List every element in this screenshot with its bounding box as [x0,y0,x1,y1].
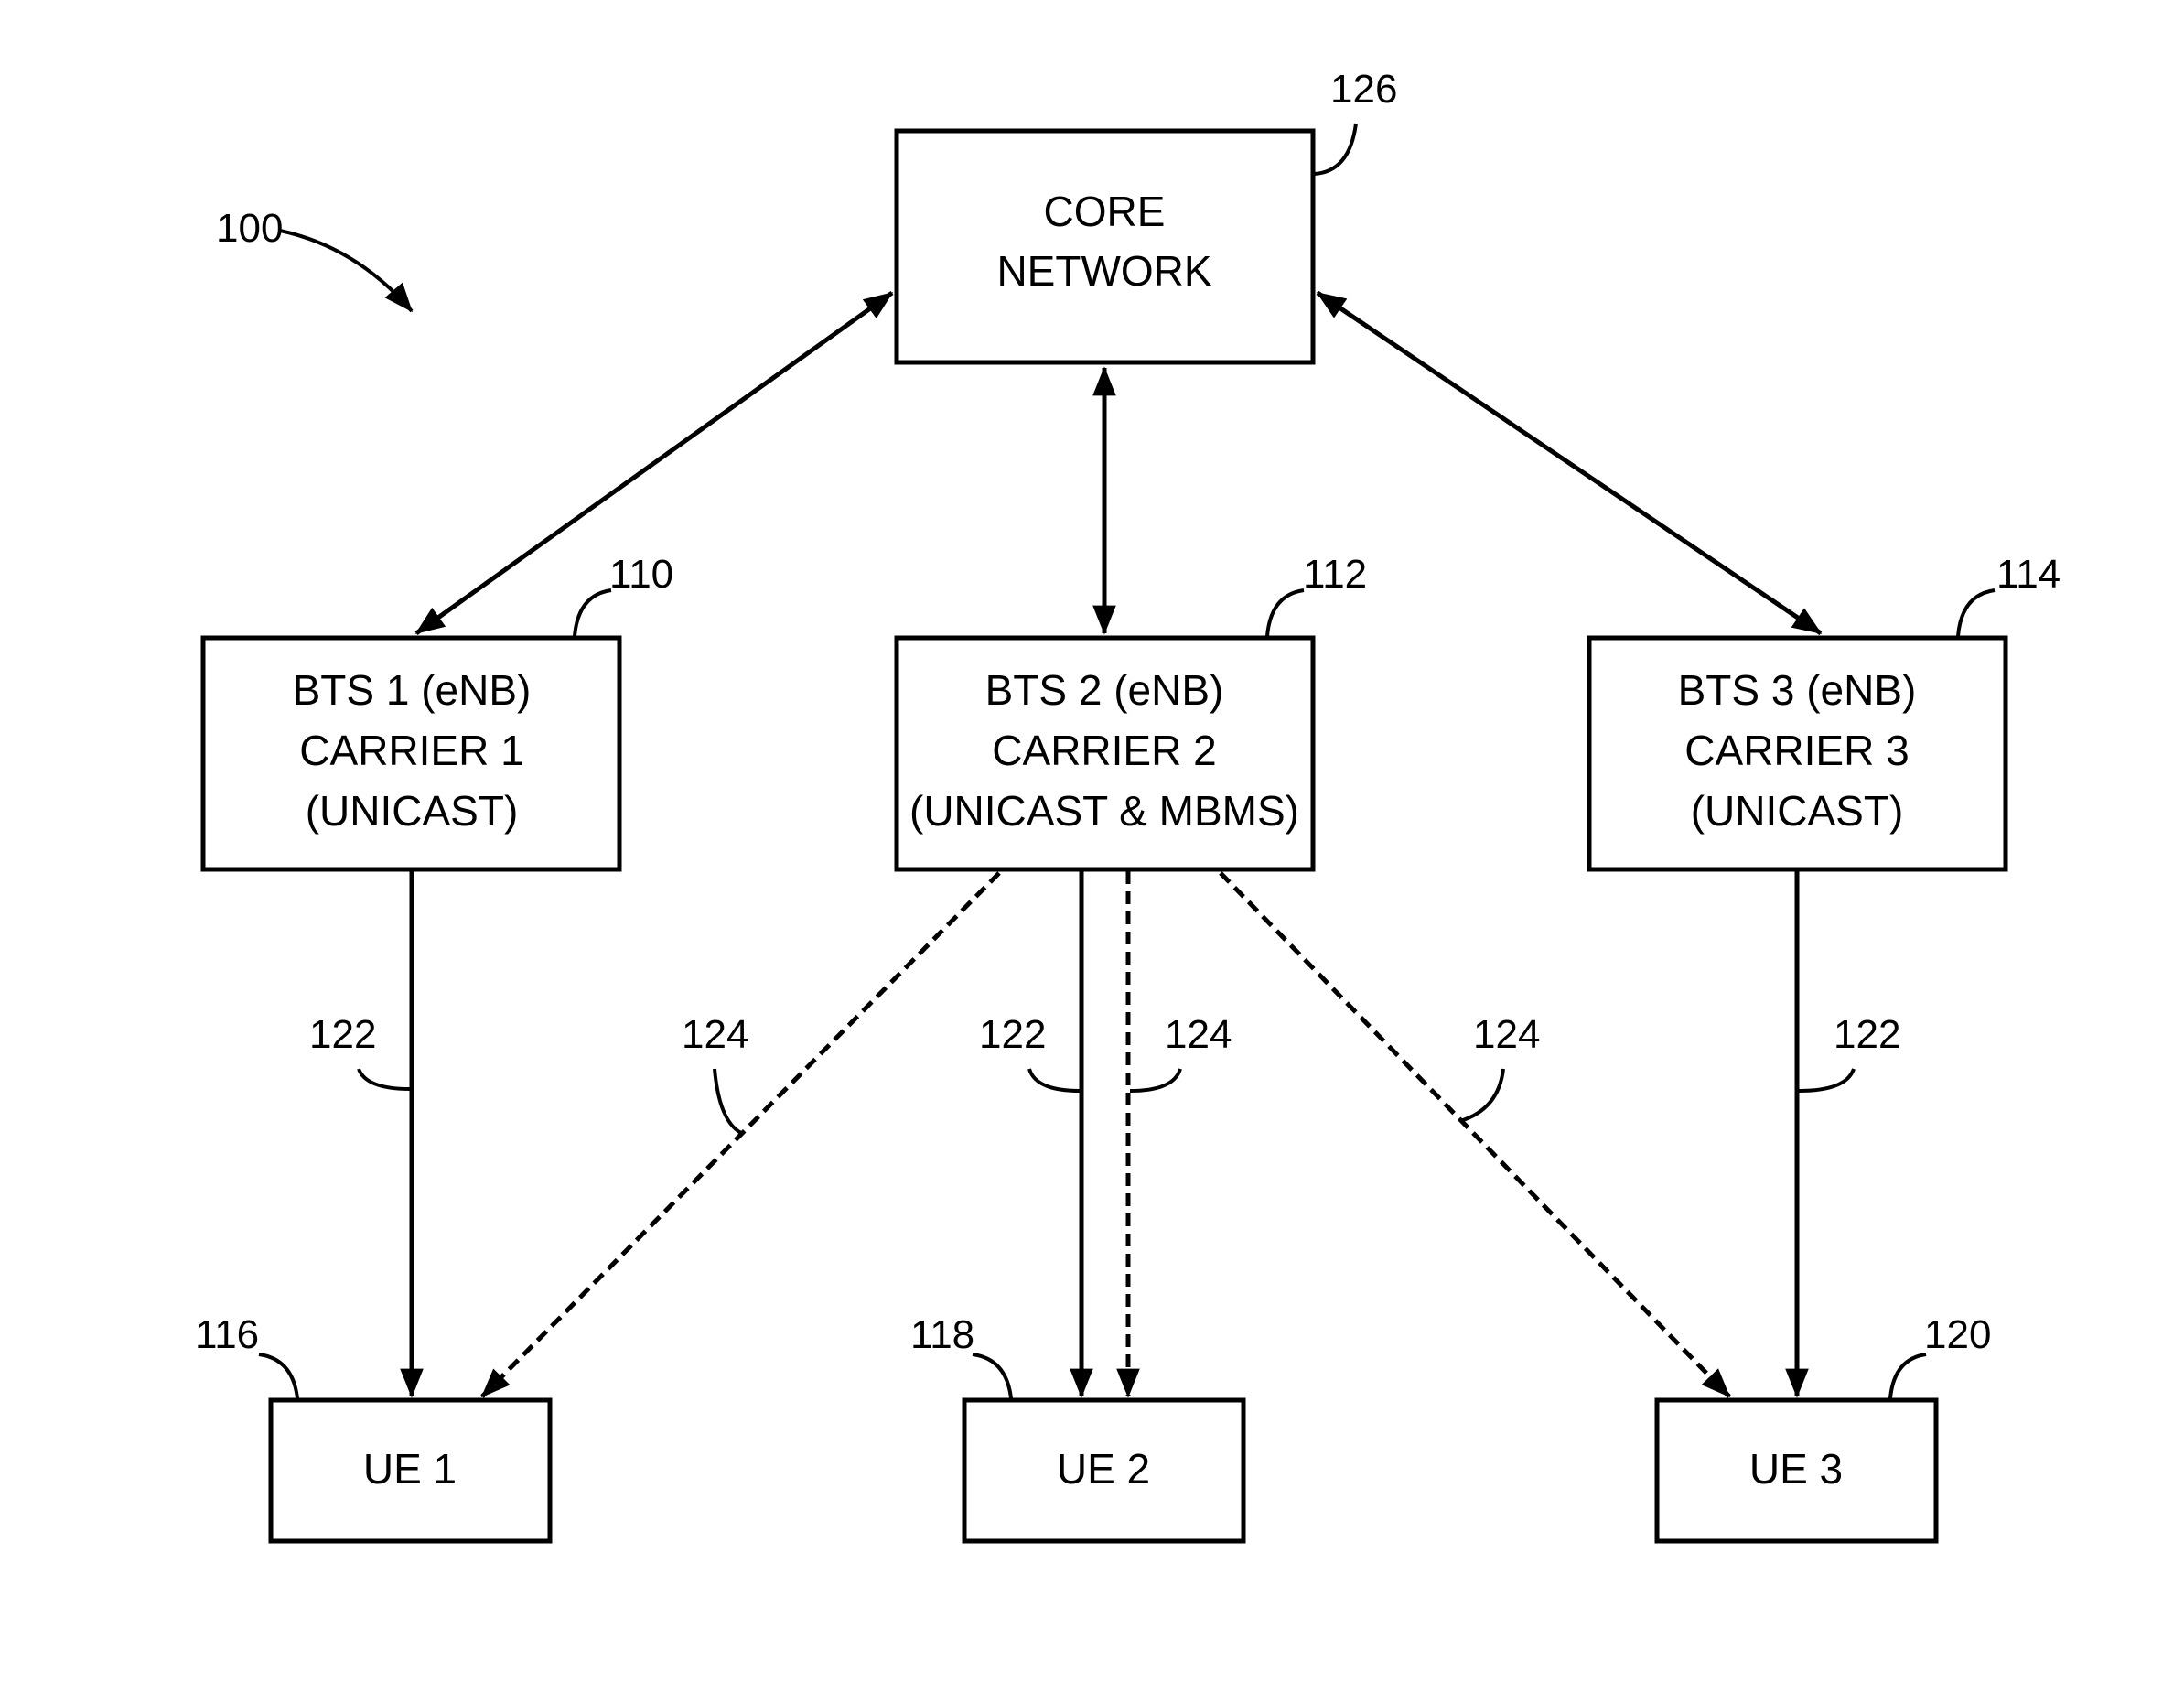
bts1-label-line1: BTS 1 (eNB) [293,666,532,714]
core-network-node: CORE NETWORK [897,131,1313,362]
bts2-ref-label: 112 [1303,552,1367,597]
ue2-ref-leader [973,1354,1011,1398]
figure-ref-arrow [280,231,412,311]
bts1-node: BTS 1 (eNB) CARRIER 1 (UNICAST) [203,638,619,869]
ue3-ref-leader [1890,1354,1926,1398]
link-bts2-ue2-unicast-ref-leader [1029,1069,1080,1091]
link-bts3-ue3-ref-leader [1799,1069,1854,1091]
bts2-node: BTS 2 (eNB) CARRIER 2 (UNICAST & MBMS) [897,638,1313,869]
link-bts3-ue3-ref-label: 122 [1834,1012,1900,1057]
link-core-bts3 [1318,293,1821,633]
bts3-ref-label: 114 [1996,552,2060,597]
ue3-node: UE 3 [1657,1400,1936,1541]
link-bts2-ue2-mbms-ref-label: 124 [1165,1012,1232,1057]
bts1-label-line2: CARRIER 1 [299,727,523,774]
bts2-label-line2: CARRIER 2 [992,727,1216,774]
core-ref-leader [1314,124,1356,174]
bts3-node: BTS 3 (eNB) CARRIER 3 (UNICAST) [1589,638,2006,869]
link-bts1-ue1-ref-label: 122 [309,1012,376,1057]
ue1-node: UE 1 [271,1400,550,1541]
link-bts2-ue1-ref-label: 124 [682,1012,748,1057]
link-bts2-ue3-mbms [1221,873,1729,1396]
ue3-label: UE 3 [1749,1445,1843,1493]
link-bts2-ue2-mbms-ref-leader [1130,1069,1180,1091]
bts2-label-line1: BTS 2 (eNB) [985,666,1224,714]
link-bts2-ue3-ref-leader [1460,1069,1503,1121]
bts2-ref-leader [1267,590,1304,636]
core-ref-label: 126 [1330,67,1397,112]
bts1-label-line3: (UNICAST) [306,787,519,835]
link-bts2-ue3-ref-label: 124 [1473,1012,1540,1057]
bts1-ref-leader [575,590,611,636]
ue2-ref-label: 118 [910,1312,974,1357]
bts3-ref-leader [1958,590,1995,636]
ue2-label: UE 2 [1057,1445,1150,1493]
ue3-ref-label: 120 [1924,1312,1991,1357]
bts3-label-line2: CARRIER 3 [1684,727,1909,774]
bts2-label-line3: (UNICAST & MBMS) [909,787,1299,835]
ue1-label: UE 1 [363,1445,457,1493]
link-bts2-ue2-unicast-ref-label: 122 [979,1012,1046,1057]
bts1-ref-label: 110 [609,552,673,597]
core-network-label-line2: NETWORK [996,247,1211,295]
figure-ref-label: 100 [216,206,283,251]
bts3-label-line1: BTS 3 (eNB) [1678,666,1917,714]
ue2-node: UE 2 [964,1400,1243,1541]
bts3-label-line3: (UNICAST) [1691,787,1904,835]
ue1-ref-label: 116 [195,1312,259,1357]
core-network-label-line1: CORE [1044,188,1166,235]
ue1-ref-leader [259,1354,297,1398]
link-bts2-ue1-ref-leader [715,1069,741,1133]
link-bts1-ue1-ref-leader [359,1069,410,1089]
